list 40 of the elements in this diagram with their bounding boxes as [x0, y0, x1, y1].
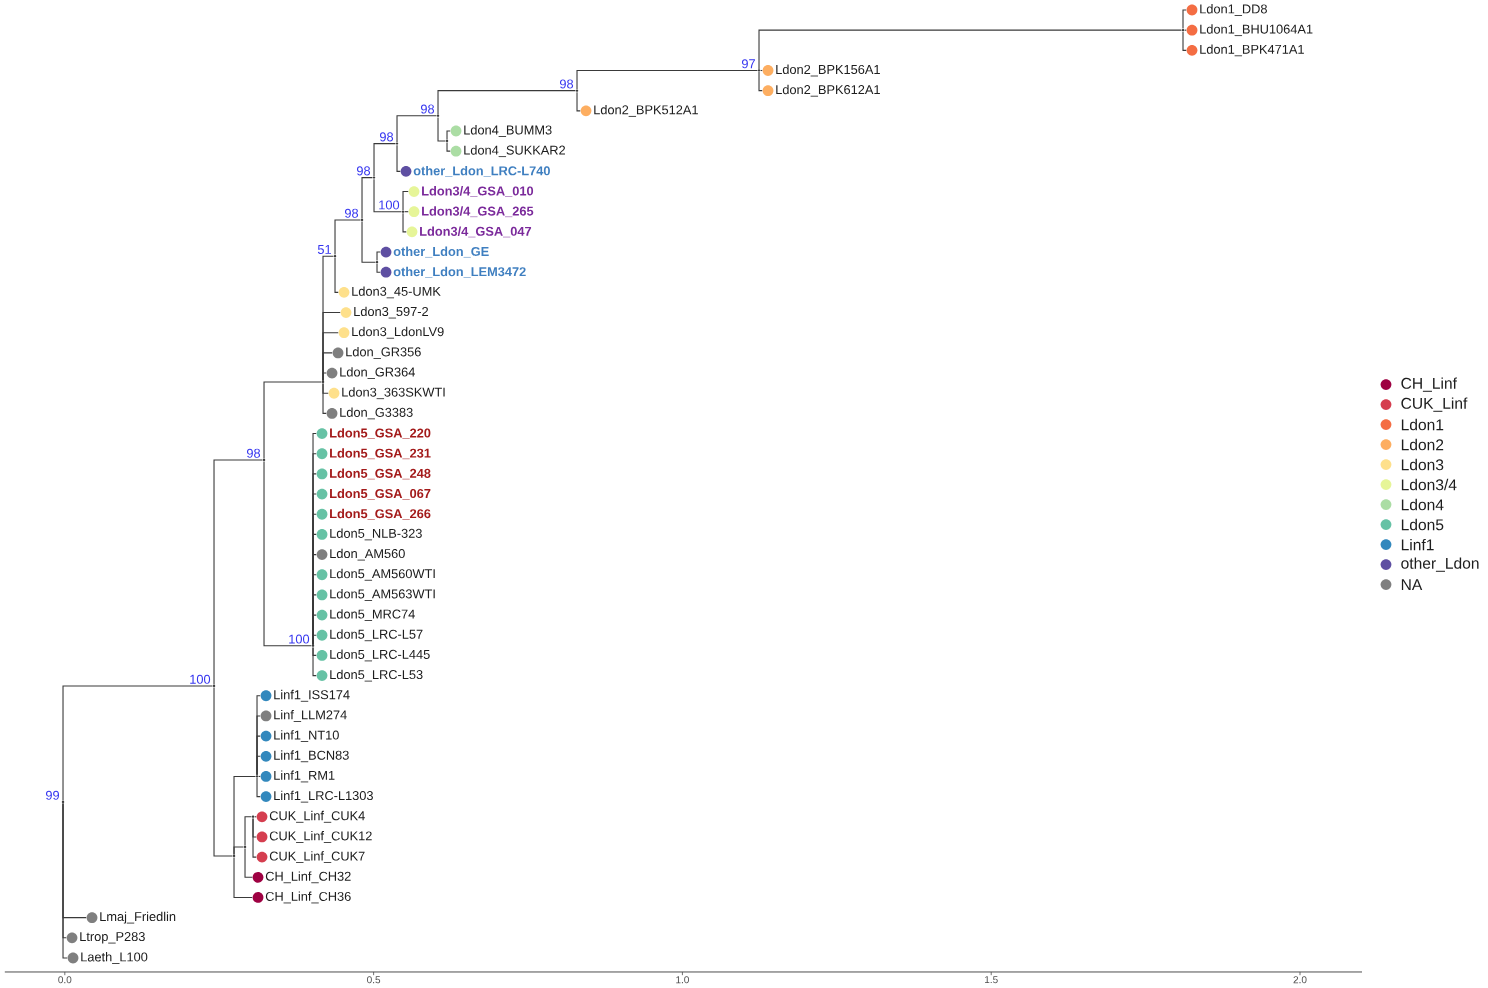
branch: [334, 257, 339, 293]
branch: [376, 251, 381, 262]
branch: [213, 687, 233, 857]
branch: [62, 803, 68, 959]
branch: [213, 459, 263, 685]
branch: [62, 685, 213, 801]
branch: [376, 263, 381, 273]
branch: [334, 219, 361, 256]
branch: [312, 634, 317, 645]
branch: [373, 178, 402, 213]
branch: [233, 857, 253, 898]
branch: [1182, 9, 1187, 30]
branch: [361, 221, 376, 263]
branch: [233, 846, 244, 855]
branch: [576, 91, 581, 112]
branch: [758, 29, 1182, 70]
branch: [396, 144, 401, 172]
branch: [322, 383, 327, 414]
branch: [373, 143, 396, 177]
branch: [312, 646, 317, 677]
branch: [576, 69, 758, 90]
branch: [361, 177, 373, 219]
branch: [446, 130, 451, 140]
branch: [252, 817, 257, 858]
branch: [396, 115, 437, 143]
branch: [263, 461, 312, 647]
branch: [256, 755, 261, 776]
branch: [437, 90, 576, 115]
branch: [402, 191, 409, 211]
branch: [437, 116, 446, 142]
branch: [402, 212, 407, 233]
branch: [404, 211, 409, 213]
branch: [446, 142, 451, 152]
branch: [244, 816, 252, 846]
branch: [263, 381, 322, 459]
branch: [256, 777, 261, 798]
branch: [758, 71, 763, 92]
branch: [322, 372, 327, 381]
branch: [244, 848, 253, 878]
branch: [1182, 31, 1187, 51]
